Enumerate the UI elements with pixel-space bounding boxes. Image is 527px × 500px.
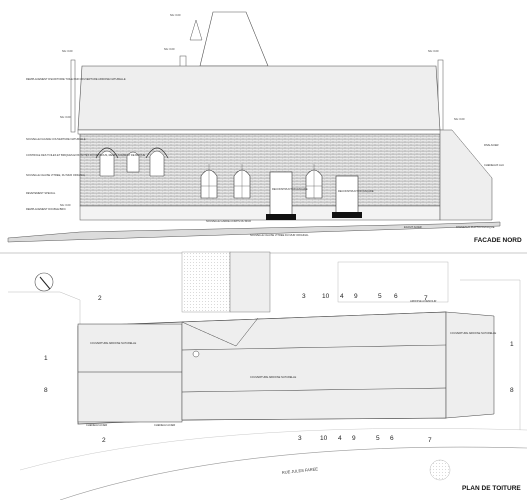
brick-wall — [79, 133, 441, 207]
facade-note: NOUVELLE GARDE-CORPS DU MUR — [206, 219, 251, 223]
level-marker: NG: 0.00 — [60, 203, 71, 207]
plan-number: 10 — [322, 293, 330, 300]
plan-number: 7 — [428, 437, 432, 444]
plan-number: 6 — [390, 435, 394, 442]
facade-note: PANNEAUX PHOTOVOLTAIQUE — [456, 225, 495, 229]
plan-title: PLAN DE TOITURE — [462, 485, 521, 492]
door-label: RECONSTRUCTION FACADE — [272, 187, 308, 191]
upper-windows — [95, 147, 169, 177]
tower-spire — [199, 11, 269, 67]
annex-roof — [439, 129, 493, 221]
neighbor-building — [337, 261, 449, 303]
facade-note: CHENEAUX ALU — [484, 163, 504, 167]
facade-note: CONTROLE DES TOILES ET BRIQUES EXISTANTE… — [26, 153, 146, 157]
roof-label: CHENEAU ACIER — [86, 423, 107, 427]
plan-number: 4 — [338, 435, 342, 442]
tree-icon — [429, 459, 451, 481]
plan-number: 7 — [424, 295, 428, 302]
level-marker: NG: 0.00 — [60, 115, 71, 119]
roof-label: COUVERTURE ARDOISE NATURELLE — [90, 341, 136, 345]
door-right — [335, 175, 359, 217]
window-arched — [126, 151, 140, 173]
facade-note: EGOUT ACIER — [404, 225, 422, 229]
door-left-step — [266, 214, 296, 220]
roof-label: ARDOISE A DEMOLIR — [410, 299, 437, 303]
door-right-step — [332, 212, 362, 218]
facade-note: REMPLACEMENT D'ECRITOIRE TOILE PAR COUVE… — [26, 77, 126, 81]
tower-lantern — [189, 19, 203, 41]
plan-number: 9 — [354, 293, 358, 300]
tower-base-icon — [192, 350, 200, 358]
roof-label: COUVERTURE ARDOISE NATURELLE — [450, 331, 496, 335]
level-marker: NG: 0.00 — [428, 49, 439, 53]
door-label: RECONSTRUCTION FAÇADE — [338, 189, 374, 193]
neighbor-building — [181, 251, 231, 313]
facade-note: REVETEMENT SPECIAL — [26, 191, 56, 195]
plan-number: 2 — [98, 295, 102, 302]
plan-number: 4 — [340, 293, 344, 300]
roof-section-center — [181, 311, 447, 421]
plan-number: 5 — [376, 435, 380, 442]
plan-number: 3 — [298, 435, 302, 442]
window-arched — [149, 150, 165, 177]
wall-cornice — [77, 129, 443, 135]
tower-plan — [229, 251, 271, 313]
street-name: RUE JULES FAREE — [282, 466, 319, 475]
facade-note: REMPLACEMENT DOUBLE BRIC — [26, 207, 66, 211]
facade-note: NOUVELLE CHAISE VITREE, DU MUR ORIGINAL — [26, 173, 86, 177]
facade-roof — [77, 65, 441, 131]
plinth — [79, 205, 441, 221]
street-curve — [59, 446, 527, 500]
plan-number: 2 — [102, 437, 106, 444]
plan-number: 5 — [378, 293, 382, 300]
door-left — [269, 171, 293, 217]
level-marker: NG: 0.00 — [62, 49, 73, 53]
plan-number: 8 — [44, 387, 48, 394]
facade-elevation: RECONSTRUCTION FACADE RECONSTRUCTION FAÇ… — [7, 11, 522, 244]
roof-section-annex — [445, 311, 495, 419]
ground-slope — [7, 221, 501, 243]
plan-number: 9 — [352, 435, 356, 442]
roof-section-left — [77, 323, 183, 423]
level-marker: NG: 0.00 — [170, 13, 181, 17]
plan-number: 1 — [44, 355, 48, 362]
plan-number: 6 — [394, 293, 398, 300]
facade-note: NOUVELLE CHAISE VITREE DU MUR ORIGINAL — [250, 233, 309, 237]
roof-label: CHENEAU ACIER — [154, 423, 175, 427]
facade-title: FACADE NORD — [474, 237, 522, 244]
facade-note: NOUVELLE FACADE COUVERTURE NATURELLE — [26, 137, 86, 141]
roof-label: COUVERTURE ARDOISE NATURELLE — [250, 375, 296, 379]
window-arch-trim — [95, 147, 169, 159]
plan-number: 10 — [320, 435, 328, 442]
plan-number: 1 — [510, 341, 514, 348]
window-arched — [99, 150, 115, 177]
level-marker: NG: 0.00 — [164, 47, 175, 51]
plan-number: 3 — [302, 293, 306, 300]
level-marker: NG: 0.00 — [454, 117, 465, 121]
lower-windows — [200, 164, 323, 199]
roof-plan: COUVERTURE ARDOISE NATURELLE COUVERTURE … — [8, 251, 527, 500]
chimney-far-left — [70, 59, 76, 133]
plan-number: 8 — [510, 387, 514, 394]
facade-note: RIVE ACIER — [484, 143, 499, 147]
